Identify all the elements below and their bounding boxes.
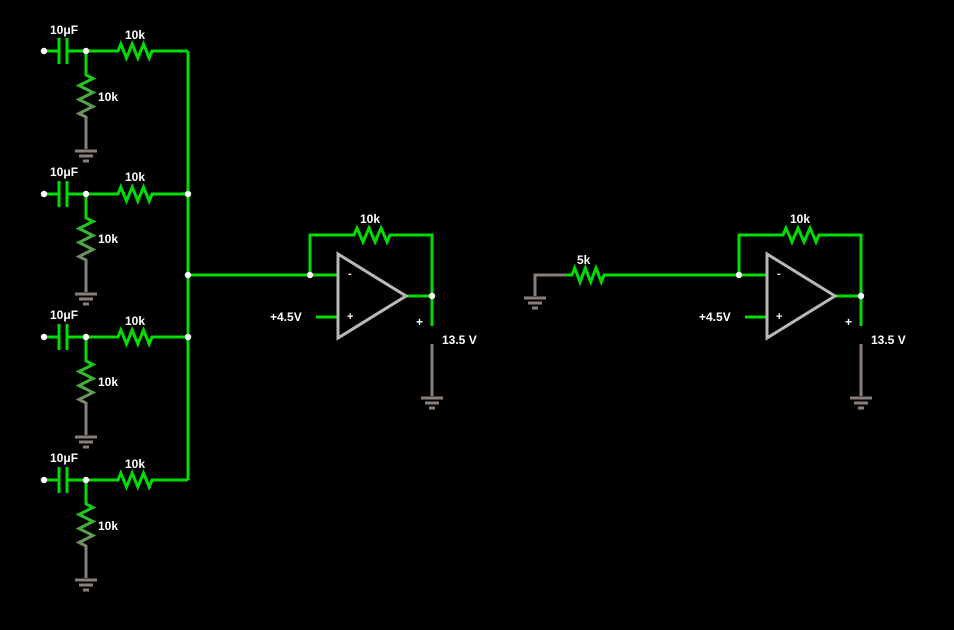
opamp-1-reference-voltage-label: +4.5V xyxy=(270,310,302,324)
opamp-2-inverting-input-sign: - xyxy=(777,268,781,280)
opamp-2-output-node xyxy=(857,292,865,300)
opamp-2-output-voltage-label: 13.5 V xyxy=(871,333,906,347)
channel-3-capacitor-label: 10μF xyxy=(50,308,78,322)
opamp-1-feedback-resistor xyxy=(348,224,396,246)
opamp-2-output-polarity-sign: + xyxy=(845,315,852,329)
opamp-1-output-voltage-label: 13.5 V xyxy=(442,333,477,347)
opamp-1-output-polarity-sign: + xyxy=(416,315,423,329)
opamp-1-inverting-input-sign: - xyxy=(348,268,352,280)
channel-2-shunt-resistor-label: 10k xyxy=(98,232,118,246)
channel-1-junction-node xyxy=(82,47,90,55)
channel-2-junction-node xyxy=(82,190,90,198)
channel-4-ground-symbol xyxy=(75,578,97,592)
opamp-1-output-node xyxy=(428,292,436,300)
channel-3-junction-node xyxy=(82,333,90,341)
opamp-2-input-resistor xyxy=(566,263,610,287)
channel-2-series-resistor-label: 10k xyxy=(125,170,145,184)
opamp-1-input-node xyxy=(306,271,314,279)
opamp-2-feedback-resistor-label: 10k xyxy=(790,212,810,226)
channel-1-input-node xyxy=(40,47,48,55)
opamp-2-ground-return-wire xyxy=(533,273,566,296)
nodes-layer xyxy=(40,47,865,484)
opamp-2-feedback-resistor xyxy=(777,224,825,246)
summing-bus-node-3 xyxy=(184,333,192,341)
channel-4-input-node xyxy=(40,476,48,484)
channel-2-capacitor-label: 10μF xyxy=(50,165,78,179)
opamp-1-feedback-resistor-label: 10k xyxy=(360,212,380,226)
opamp-1-triangle xyxy=(336,251,409,341)
channel-3-shunt-resistor xyxy=(75,355,97,409)
channel-4-series-resistor-label: 10k xyxy=(125,457,145,471)
channel-1-ground-symbol xyxy=(75,149,97,163)
components-layer xyxy=(57,38,872,592)
opamp-1-ground-symbol xyxy=(421,396,443,410)
channel-1-series-resistor-label: 10k xyxy=(125,28,145,42)
channel-1-capacitor-label: 10μF xyxy=(50,23,78,37)
channel-3-series-resistor xyxy=(112,326,158,348)
channel-1-shunt-resistor xyxy=(75,69,97,123)
channel-2-ground-symbol xyxy=(75,292,97,306)
opamp-1-feedback-left-wire xyxy=(308,233,348,275)
opamp-1-feedback-right-wire xyxy=(396,233,434,296)
channel-4-capacitor-label: 10μF xyxy=(50,451,78,465)
summing-bus-node-2 xyxy=(184,271,192,279)
channel-4-shunt-resistor-label: 10k xyxy=(98,519,118,533)
channel-2-shunt-resistor xyxy=(75,212,97,266)
opamp-2-triangle xyxy=(765,251,838,341)
opamp-2-input-ground-symbol xyxy=(524,296,546,310)
channel-2-input-node xyxy=(40,190,48,198)
opamp-2-noninverting-input-sign: + xyxy=(776,311,782,323)
channel-1-shunt-resistor-label: 10k xyxy=(98,90,118,104)
channel-1-series-resistor xyxy=(112,40,158,62)
opamp-2-feedback-left-wire xyxy=(737,233,777,275)
channel-4-series-resistor xyxy=(112,469,158,491)
opamp-2-ground-symbol xyxy=(850,396,872,410)
opamp-1-noninverting-input-sign: + xyxy=(347,311,353,323)
opamp-2-reference-voltage-label: +4.5V xyxy=(699,310,731,324)
channel-3-ground-symbol xyxy=(75,435,97,449)
opamp-2-feedback-right-wire xyxy=(825,233,863,296)
summing-bus-node-1 xyxy=(184,190,192,198)
channel-4-shunt-resistor xyxy=(75,498,97,552)
channel-3-series-resistor-label: 10k xyxy=(125,314,145,328)
channel-3-input-node xyxy=(40,333,48,341)
opamp-2-input-resistor-label: 5k xyxy=(577,253,591,267)
channel-2-series-resistor xyxy=(112,183,158,205)
opamp-2-input-node xyxy=(735,271,743,279)
channel-3-shunt-resistor-label: 10k xyxy=(98,375,118,389)
channel-4-junction-node xyxy=(82,476,90,484)
